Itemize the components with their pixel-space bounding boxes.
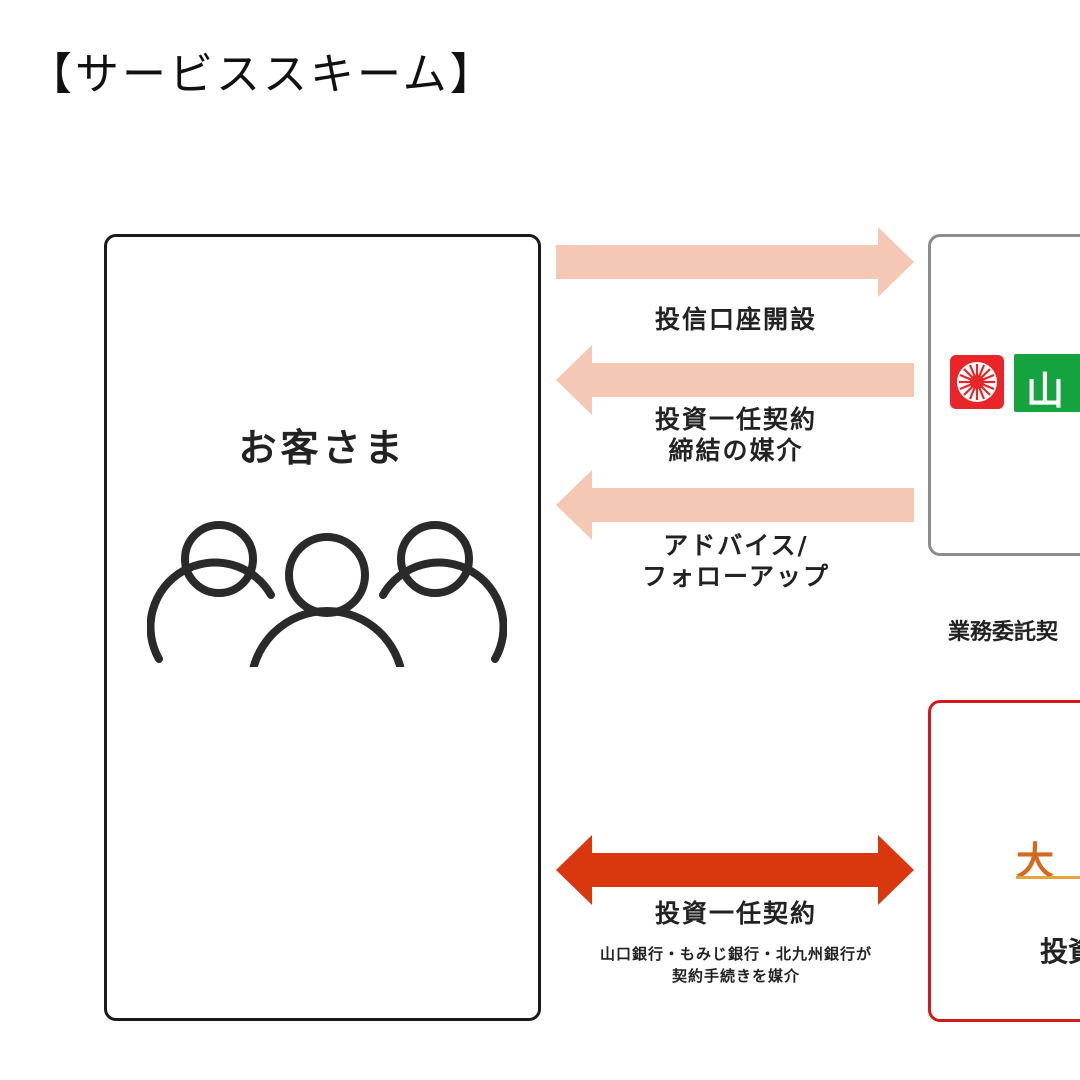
investment-firm-name: 大 xyxy=(1016,839,1055,883)
customer-box: お客さま xyxy=(104,234,541,1021)
customer-label: お客さま xyxy=(238,426,407,470)
arrow-label-contract-mediation: 投資一任契約 締結の媒介 xyxy=(654,405,817,466)
arrow-label-advice-followup: アドバイス/ フォローアップ xyxy=(641,531,830,592)
arrow-investment-contract xyxy=(556,835,914,905)
arrow-account-opening xyxy=(556,227,914,297)
investment-firm-underline xyxy=(1016,876,1080,879)
arrow-label-investment-contract: 投資一任契約 xyxy=(654,899,817,928)
investment-firm-subtitle: 投資 xyxy=(1040,935,1080,968)
people-group-icon xyxy=(147,521,507,667)
arrow-note-mediation: 山口銀行・もみじ銀行・北九州銀行が 契約手続きを媒介 xyxy=(599,945,872,985)
arrow-label-account-opening: 投信口座開設 xyxy=(654,305,817,334)
bank-name-logo: 山口 xyxy=(1014,354,1080,412)
page-title: 【サービススキーム】 xyxy=(28,49,497,100)
investment-firm-box xyxy=(928,700,1080,1022)
bank-sun-logo-icon xyxy=(950,355,1004,409)
bank-box xyxy=(928,234,1080,556)
arrow-advice-followup xyxy=(556,470,914,540)
arrow-contract-mediation xyxy=(556,345,914,415)
business-consignment-label: 業務委託契 xyxy=(948,620,1059,645)
